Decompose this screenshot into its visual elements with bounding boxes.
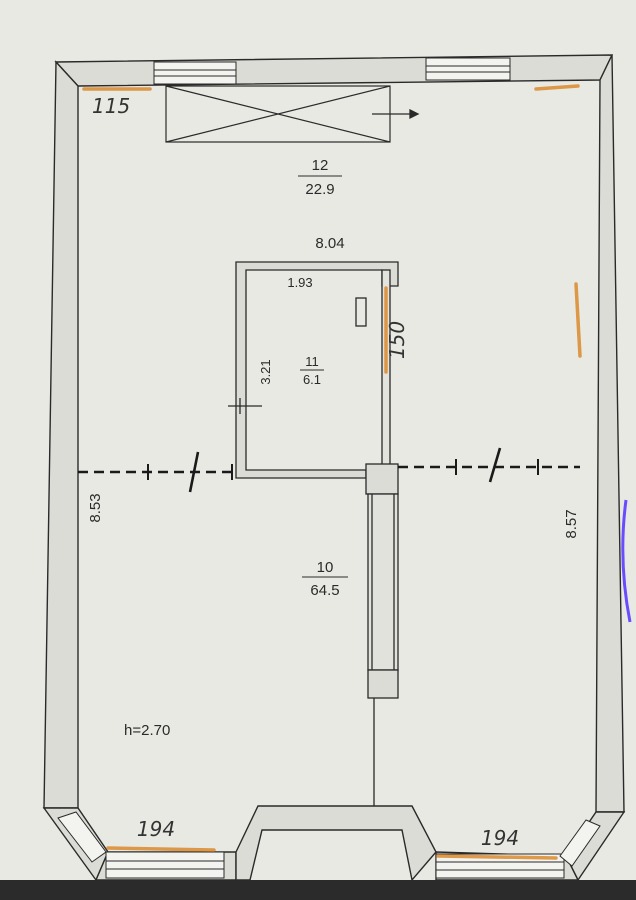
top-windows <box>153 57 511 85</box>
handwritten-bottom-right: 194 <box>481 826 519 850</box>
room-11-number: 11 <box>305 354 319 369</box>
bottom-windows <box>57 811 601 879</box>
room-12-area: 22.9 <box>305 181 334 198</box>
room-11-area: 6.1 <box>303 372 321 387</box>
arrow-icon <box>372 108 420 120</box>
handwritten-bottom-left: 194 <box>137 817 175 841</box>
edge-mark <box>621 499 632 623</box>
central-bay-wall <box>235 805 437 882</box>
window-top-right <box>425 57 511 81</box>
ventilation-unit <box>165 85 391 143</box>
room-10-number: 10 <box>317 559 334 576</box>
photo-bottom-edge <box>0 880 636 900</box>
window-bay-left <box>57 811 107 863</box>
closet-inner-label: 1.93 <box>287 275 312 290</box>
section-line <box>78 447 580 493</box>
window-bay-right <box>559 819 601 867</box>
room-10-area: 64.5 <box>310 582 339 599</box>
room-12-number: 12 <box>312 157 329 174</box>
right-length-label: 8.57 <box>563 509 580 538</box>
closet-width-label: 8.04 <box>315 235 344 252</box>
left-length-label: 8.53 <box>87 493 104 522</box>
handwritten-top-left: 115 <box>92 94 130 118</box>
closet-height-label: 3.21 <box>258 359 273 384</box>
partition-column <box>365 463 399 806</box>
window-top-left <box>153 61 237 85</box>
window-bottom-left <box>105 851 225 879</box>
highlight-marks <box>82 84 582 860</box>
ceiling-height-label: h=2.70 <box>124 722 170 739</box>
handwritten-closet-side: 150 <box>385 321 409 359</box>
